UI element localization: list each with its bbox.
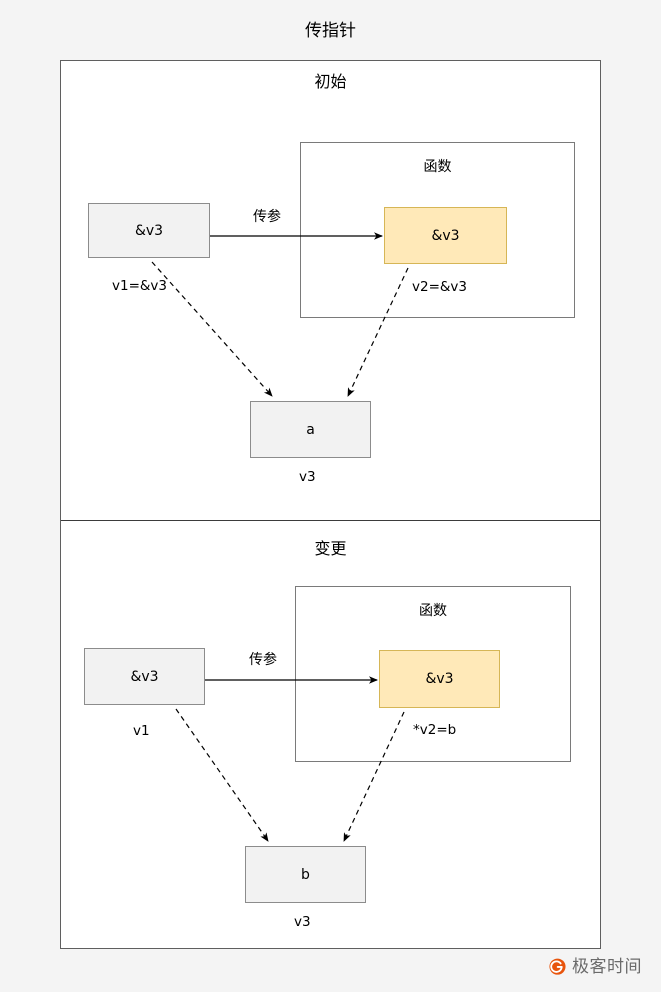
caller-pointer-box-initial: &v3 (88, 203, 210, 258)
function-group-label-initial: 函数 (423, 159, 452, 175)
caller-pointer-caption-initial: v1=&v3 (112, 278, 167, 294)
section-header-initial: 初始 (314, 72, 347, 91)
caller-pointer-box-changed: &v3 (84, 648, 205, 705)
function-param-box-initial: &v3 (384, 207, 507, 264)
pass-arg-label-changed: 传参 (249, 652, 277, 668)
target-value-box-changed: b (245, 846, 366, 903)
caller-pointer-caption-changed: v1 (133, 723, 150, 739)
target-value-caption-changed: v3 (294, 914, 311, 930)
page-title: 传指针 (305, 21, 356, 41)
section-divider (61, 520, 600, 521)
section-header-changed: 变更 (314, 539, 347, 558)
watermark: 极客时间 (547, 957, 642, 978)
target-value-box-initial: a (250, 401, 371, 458)
function-param-box-changed: &v3 (379, 650, 500, 708)
function-param-caption-initial: v2=&v3 (412, 279, 467, 295)
pass-arg-label-initial: 传参 (253, 209, 281, 225)
function-group-label-changed: 函数 (419, 603, 447, 619)
function-param-caption-changed: *v2=b (413, 722, 457, 738)
watermark-text: 极客时间 (572, 957, 642, 977)
target-value-caption-initial: v3 (299, 469, 316, 485)
geektime-circle-logo-icon (547, 957, 568, 978)
